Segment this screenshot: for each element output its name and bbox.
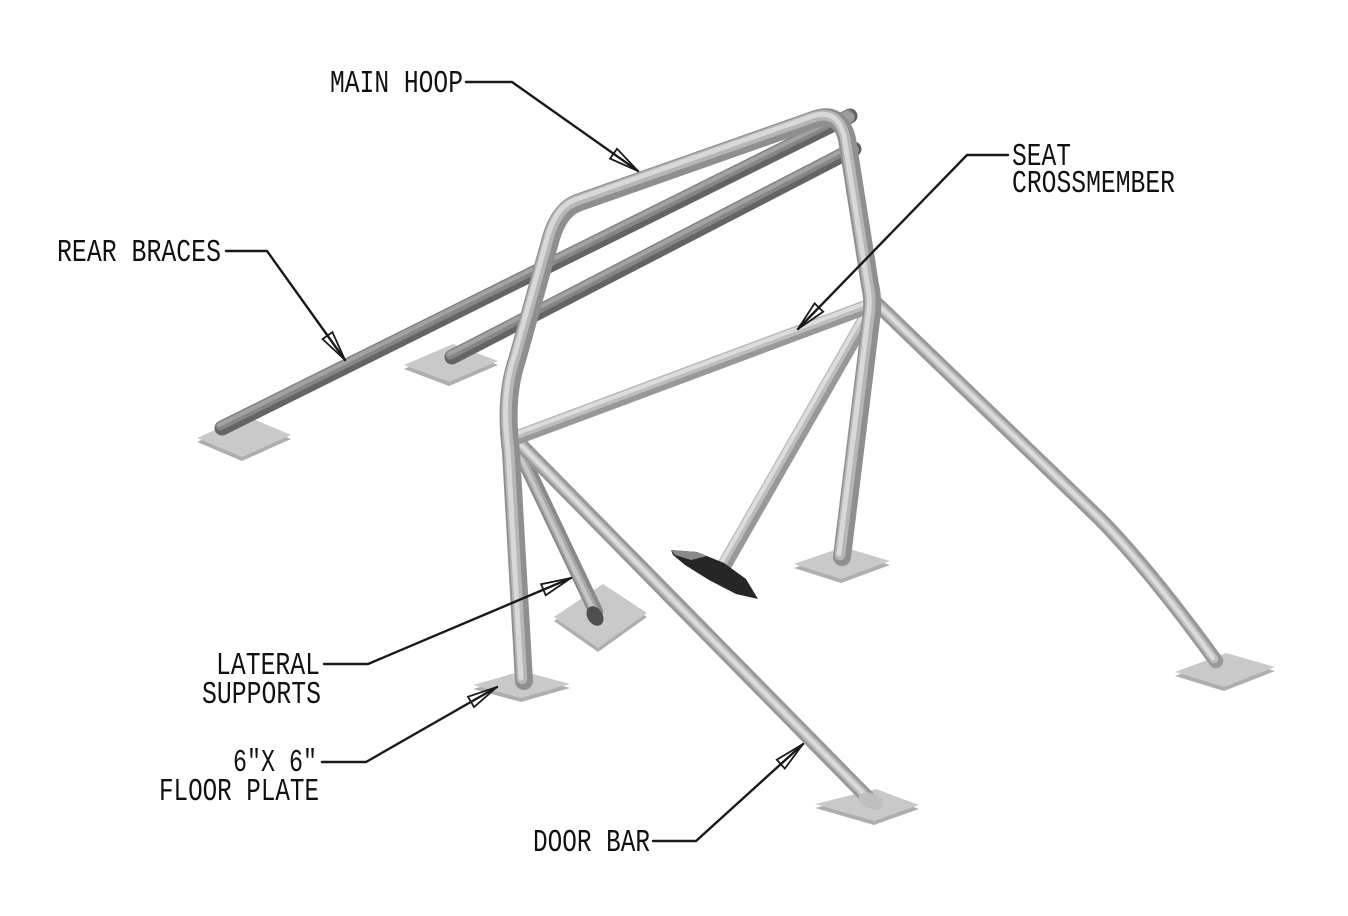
door-bar-tube — [508, 432, 884, 810]
floor-plate-label-line1: 6"X 6" — [233, 746, 317, 781]
callout-door-bar: DOOR BAR — [533, 742, 805, 861]
lateral-support-near-tube — [511, 442, 604, 626]
seat-crossmember-tube — [505, 297, 880, 447]
lateral-supports-label-line1: LATERAL — [216, 649, 320, 684]
callout-floor-plate: 6"X 6" FLOOR PLATE — [159, 685, 499, 810]
floor-plate-right-support — [1175, 653, 1275, 691]
main-hoop-leader — [464, 80, 640, 173]
callout-main-hoop: MAIN HOOP — [330, 67, 640, 173]
floor-plate-leader — [320, 685, 499, 764]
seat-crossmember-leader — [796, 153, 1010, 331]
callout-rear-braces: REAR BRACES — [57, 236, 347, 362]
lateral-support-far-tube — [716, 301, 879, 574]
callout-lateral-supports: LATERAL SUPPORTS — [202, 576, 573, 713]
door-bar-leader — [651, 742, 805, 843]
floor-plate-rear-left — [197, 416, 291, 461]
seat-crossmember-label-line1: SEAT — [1012, 140, 1071, 175]
floor-plate-label-line2: FLOOR PLATE — [159, 775, 319, 810]
rear-braces-leader — [224, 249, 347, 362]
edge-on-floor-plate — [671, 550, 758, 599]
lateral-supports-leader — [322, 576, 573, 666]
seat-crossmember-label-line2: CROSSMEMBER — [1012, 167, 1175, 202]
main-hoop-tube — [499, 108, 882, 690]
rear-braces-label: REAR BRACES — [57, 236, 221, 271]
main-hoop-label: MAIN HOOP — [330, 67, 463, 102]
door-bar-label: DOOR BAR — [533, 826, 650, 861]
right-support-tube — [867, 294, 1224, 669]
lateral-supports-label-line2: SUPPORTS — [202, 678, 321, 713]
callout-seat-crossmember: SEAT CROSSMEMBER — [796, 140, 1175, 331]
